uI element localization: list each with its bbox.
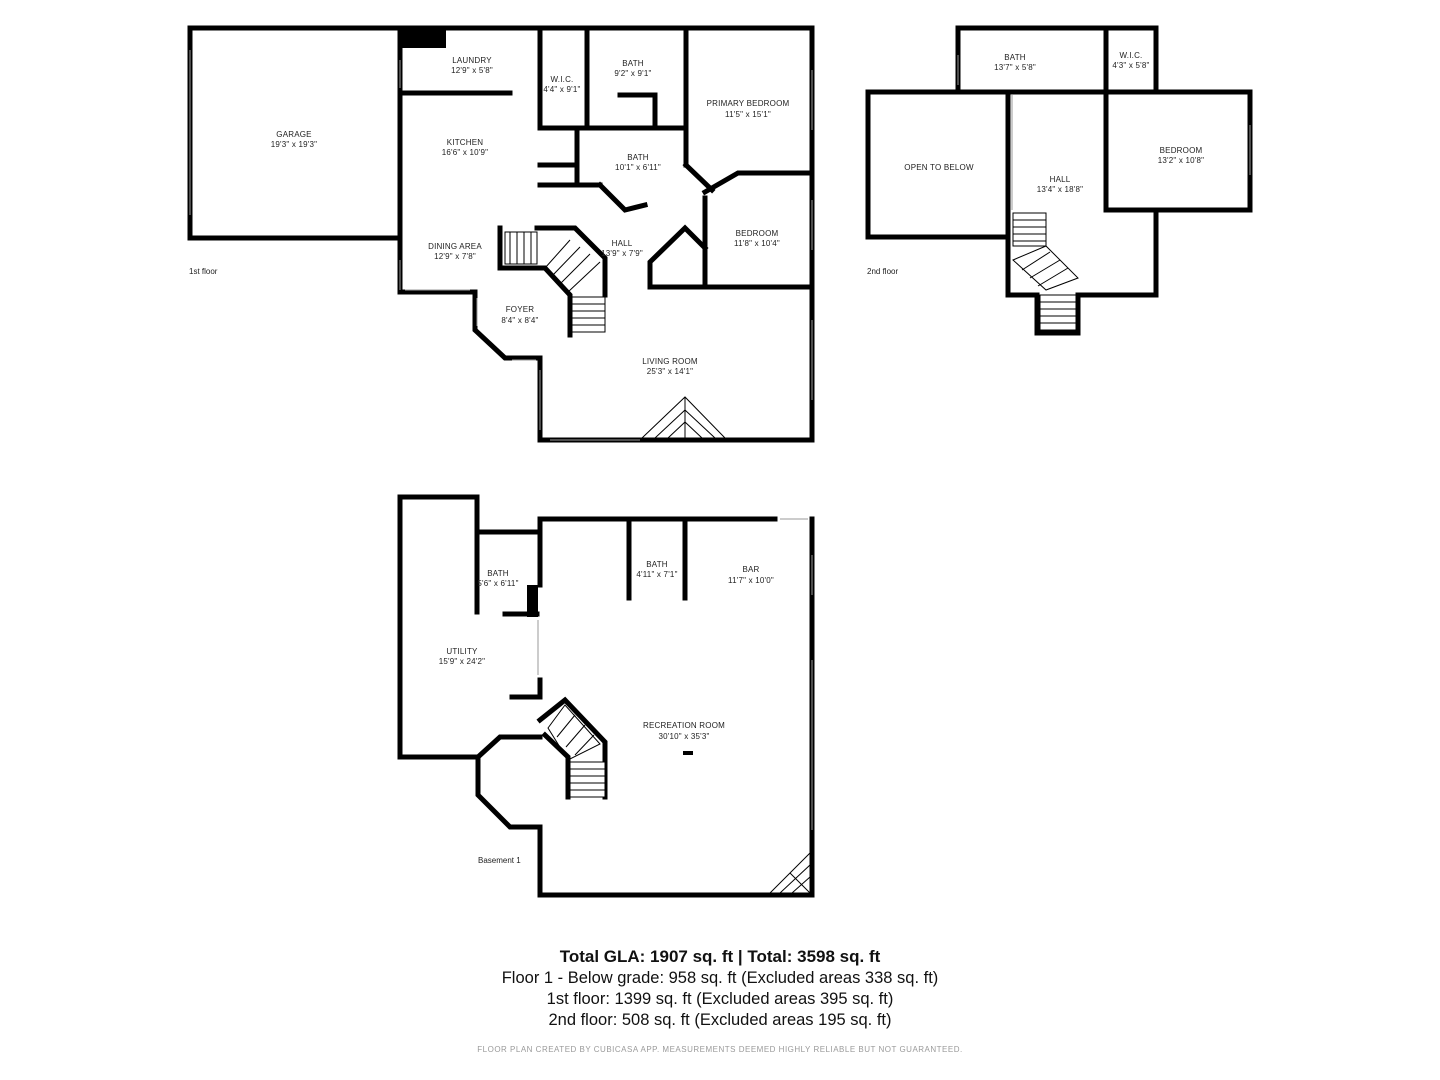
room-name-dining-area: DINING AREA [428,242,482,251]
room-size-wic-upper: 4'3" x 5'8" [1112,61,1149,70]
floor-label-basement: Basement 1 [478,856,521,865]
room-size-bath-2: 10'1" x 6'11" [615,163,661,172]
fireplace-icon [641,396,726,439]
floor-label-first: 1st floor [189,267,218,276]
room-name-bath-basement-2: BATH [646,560,668,569]
room-name-bath-basement-1: BATH [487,569,509,578]
room-name-wic-upper: W.I.C. [1120,51,1143,60]
room-size-kitchen: 16'6" x 10'9" [442,148,488,157]
room-size-garage: 19'3" x 19'3" [271,140,317,149]
room-size-bath-basement-2: 4'11" x 7'1" [636,570,677,579]
room-size-bedroom: 11'8" x 10'4" [734,239,780,248]
room-name-living-room: LIVING ROOM [642,357,698,366]
room-size-utility: 15'9" x 24'2" [439,657,485,666]
room-size-recreation-room: 30'10" x 35'3" [658,732,709,741]
basement-plan: BATH 5'6" x 6'11" BATH 4'11" x 7'1" BAR … [397,494,815,898]
room-size-hall-upper: 13'4" x 18'8" [1037,185,1083,194]
second-floor-stairs [1012,212,1079,331]
room-size-bar: 11'7" x 10'0" [728,576,774,585]
room-name-wic: W.I.C. [551,75,574,84]
room-name-bedroom-upper: BEDROOM [1160,146,1203,155]
room-size-bath-basement-1: 5'6" x 6'11" [477,579,518,588]
room-size-primary-bedroom: 11'5" x 15'1" [725,110,771,119]
room-name-kitchen: KITCHEN [447,138,484,147]
room-size-laundry: 12'9" x 5'8" [451,66,493,75]
floor-plan: GARAGE 19'3" x 19'3" LAUNDRY 12'9" x 5'8… [187,25,1253,898]
second-floor-plan: BATH 13'7" x 5'8" W.I.C. 4'3" x 5'8" OPE… [865,25,1253,336]
total-area: Total GLA: 1907 sq. ft | Total: 3598 sq.… [559,947,881,966]
room-name-hall: HALL [612,239,633,248]
room-size-dining-area: 12'9" x 7'8" [434,252,476,261]
area-line-basement: Floor 1 - Below grade: 958 sq. ft (Exclu… [501,969,939,987]
room-name-garage: GARAGE [276,130,311,139]
room-name-bar: BAR [742,565,759,574]
basement-fireplace-icon [769,852,811,894]
area-summary: Total GLA: 1907 sq. ft | Total: 3598 sq.… [0,946,1440,1031]
room-name-bath-1: BATH [622,59,644,68]
first-floor-stairs [497,225,608,338]
room-name-bedroom: BEDROOM [736,229,779,238]
room-size-bedroom-upper: 13'2" x 10'8" [1158,156,1204,165]
disclaimer: FLOOR PLAN CREATED BY CUBICASA APP. MEAS… [477,1045,963,1054]
room-name-foyer: FOYER [506,305,535,314]
room-name-laundry: LAUNDRY [452,56,492,65]
room-size-bath-upper: 13'7" x 5'8" [994,63,1036,72]
room-size-wic: 4'4" x 9'1" [543,85,580,94]
room-name-bath-2: BATH [627,153,649,162]
room-name-utility: UTILITY [446,647,478,656]
floor-label-second: 2nd floor [867,267,898,276]
room-size-living-room: 25'3" x 14'1" [647,367,693,376]
room-name-recreation-room: RECREATION ROOM [643,721,725,730]
room-name-bath-upper: BATH [1004,53,1026,62]
basement-stairs [536,696,608,800]
area-line-first-floor: 1st floor: 1399 sq. ft (Excluded areas 3… [546,990,894,1008]
room-size-hall: 13'9" x 7'9" [601,249,643,258]
room-name-hall-upper: HALL [1050,175,1071,184]
room-name-primary-bedroom: PRIMARY BEDROOM [707,99,790,108]
room-name-open-to-below: OPEN TO BELOW [904,163,974,172]
first-floor-plan: GARAGE 19'3" x 19'3" LAUNDRY 12'9" x 5'8… [187,25,815,443]
room-size-foyer: 8'4" x 8'4" [501,316,538,325]
area-line-second-floor: 2nd floor: 508 sq. ft (Excluded areas 19… [548,1011,892,1029]
room-size-bath-1: 9'2" x 9'1" [614,69,651,78]
